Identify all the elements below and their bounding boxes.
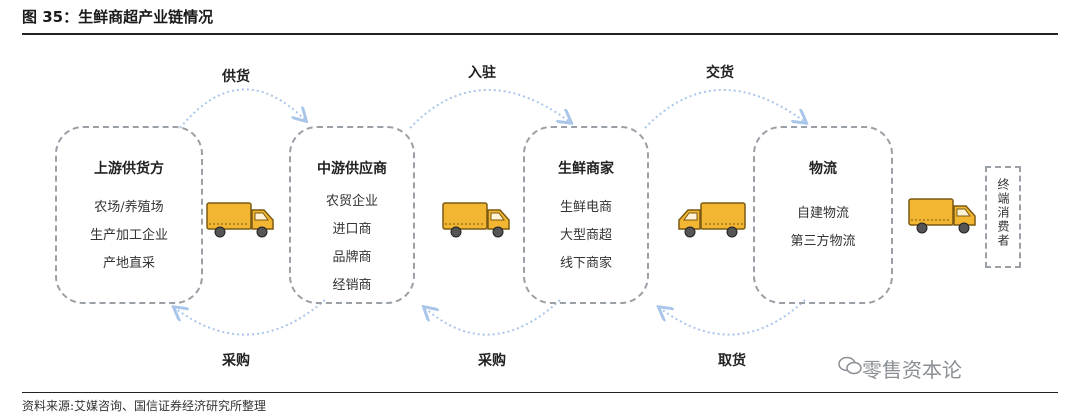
upstream-item: 农场/养殖场 — [94, 200, 164, 215]
truck-icon — [678, 202, 746, 238]
midstream-supplier-title: 中游供应商 — [317, 161, 387, 177]
bottom-rule — [22, 392, 1058, 393]
upstream-item: 产地直采 — [102, 256, 155, 271]
logistics-item: 自建物流 — [796, 206, 849, 221]
truck-icon — [908, 198, 976, 234]
arrow-label-supply: 供货 — [222, 69, 250, 85]
merchant-item: 线下商家 — [559, 256, 612, 271]
merchant-item: 生鲜电商 — [559, 200, 612, 215]
upstream-supplier-title: 上游供货方 — [94, 161, 164, 177]
arrow-supply — [179, 88, 305, 129]
merchant-item: 大型商超 — [559, 228, 612, 243]
midstream-supplier-box: 中游供应商 农贸企业 进口商 品牌商 经销商 — [289, 126, 415, 304]
midstream-item: 经销商 — [332, 278, 372, 293]
top-rule — [22, 33, 1058, 35]
arrow-settle — [409, 89, 570, 129]
arrow-label-deliver: 交货 — [706, 65, 734, 81]
end-consumer-box: 终端消费者 — [985, 166, 1021, 268]
upstream-supplier-box: 上游供货方 农场/养殖场 生产加工企业 产地直采 — [55, 126, 203, 304]
truck-icon — [442, 202, 510, 238]
fresh-merchant-box: 生鲜商家 生鲜电商 大型商超 线下商家 — [523, 126, 649, 304]
end-consumer-label: 终端消费者 — [996, 178, 1010, 248]
watermark: 零售资本论 — [862, 358, 962, 382]
figure-title: 图 35：生鲜商超产业链情况 — [22, 8, 214, 26]
truck-icon — [206, 202, 274, 238]
wechat-icon — [838, 356, 862, 375]
logistics-title: 物流 — [809, 161, 837, 177]
fresh-merchant-title: 生鲜商家 — [558, 161, 614, 177]
arrow-label-pickup: 取货 — [718, 353, 746, 369]
source-note: 资料来源:艾媒咨询、国信证券经济研究所整理 — [22, 399, 267, 413]
arrow-deliver — [644, 89, 805, 129]
arrow-label-purchase-1: 采购 — [222, 353, 250, 369]
midstream-item: 农贸企业 — [325, 194, 378, 209]
arrow-label-settle: 入驻 — [468, 65, 496, 81]
arrow-pickup — [660, 299, 806, 336]
arrow-label-purchase-2: 采购 — [478, 353, 506, 369]
logistics-item: 第三方物流 — [790, 234, 856, 249]
arrow-purchase-1 — [175, 299, 326, 336]
upstream-item: 生产加工企业 — [89, 228, 168, 243]
midstream-item: 进口商 — [332, 222, 372, 237]
midstream-item: 品牌商 — [332, 250, 372, 265]
arrow-purchase-2 — [425, 299, 561, 336]
logistics-box: 物流 自建物流 第三方物流 — [753, 126, 893, 304]
